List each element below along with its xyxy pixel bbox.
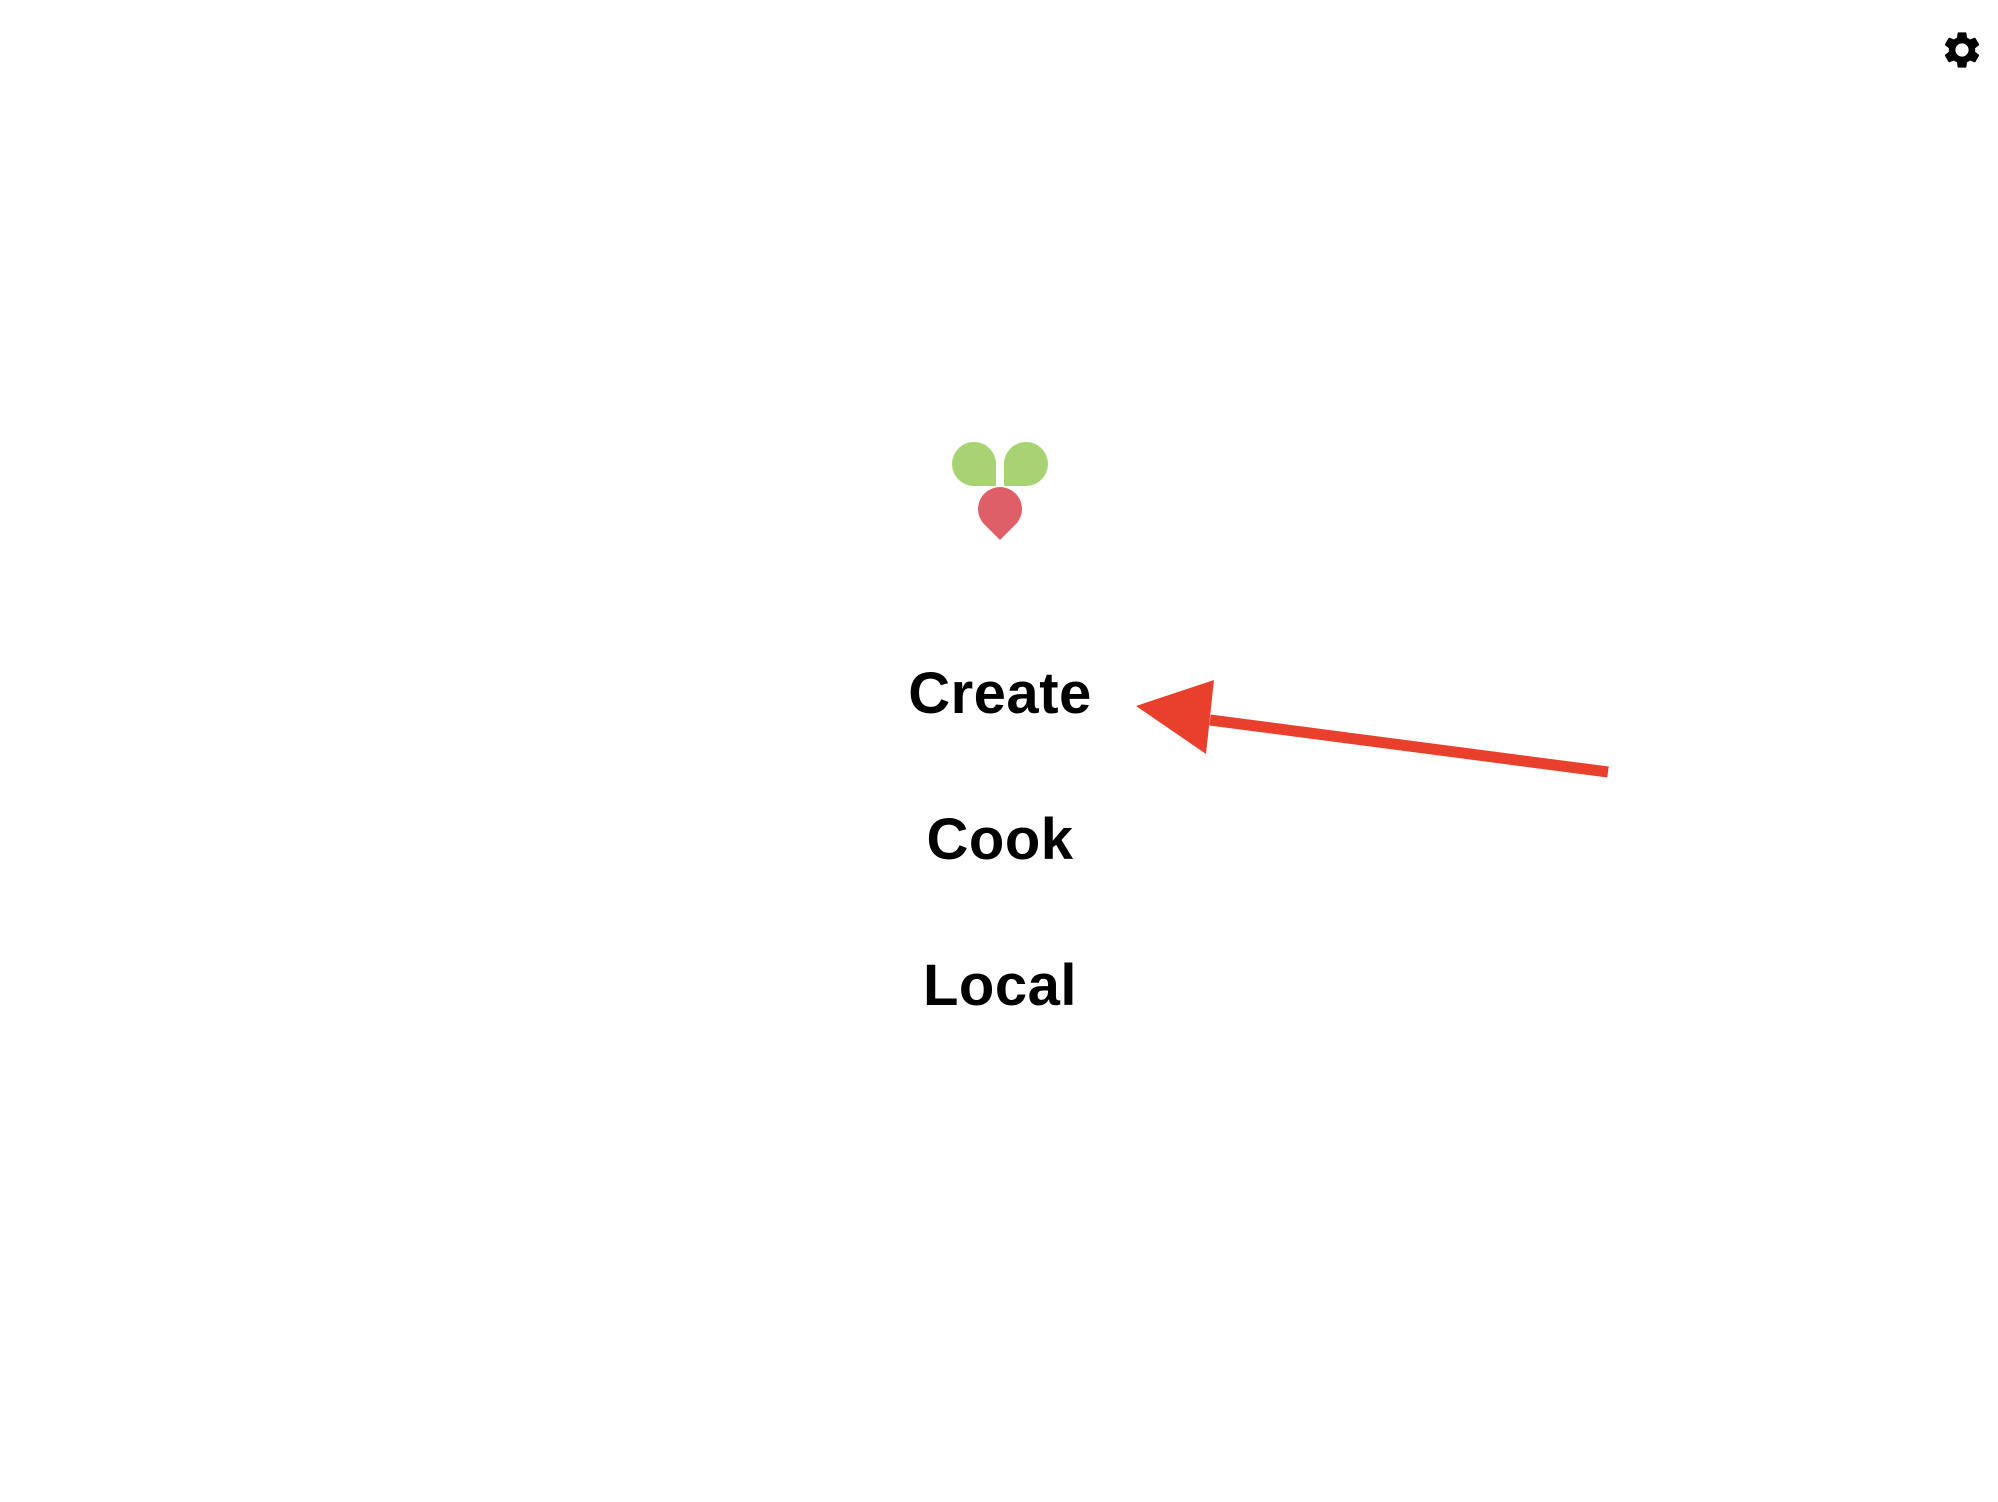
menu-item-cook[interactable]: Cook: [926, 807, 1074, 872]
menu-item-local[interactable]: Local: [923, 953, 1077, 1018]
arrow-head: [1136, 680, 1214, 754]
gear-icon: [1944, 32, 1980, 68]
settings-button[interactable]: [1940, 28, 1984, 72]
arrow-shaft: [1209, 714, 1609, 778]
radish-root-shape: [978, 487, 1022, 540]
app-logo: [952, 440, 1048, 542]
menu-item-create[interactable]: Create: [908, 661, 1092, 726]
red-arrow-icon: [1136, 680, 1609, 778]
right-leaf-shape: [1004, 442, 1048, 486]
annotation-arrow: [1120, 660, 1620, 780]
radish-logo-icon: [952, 442, 1048, 540]
left-leaf-shape: [952, 442, 996, 486]
